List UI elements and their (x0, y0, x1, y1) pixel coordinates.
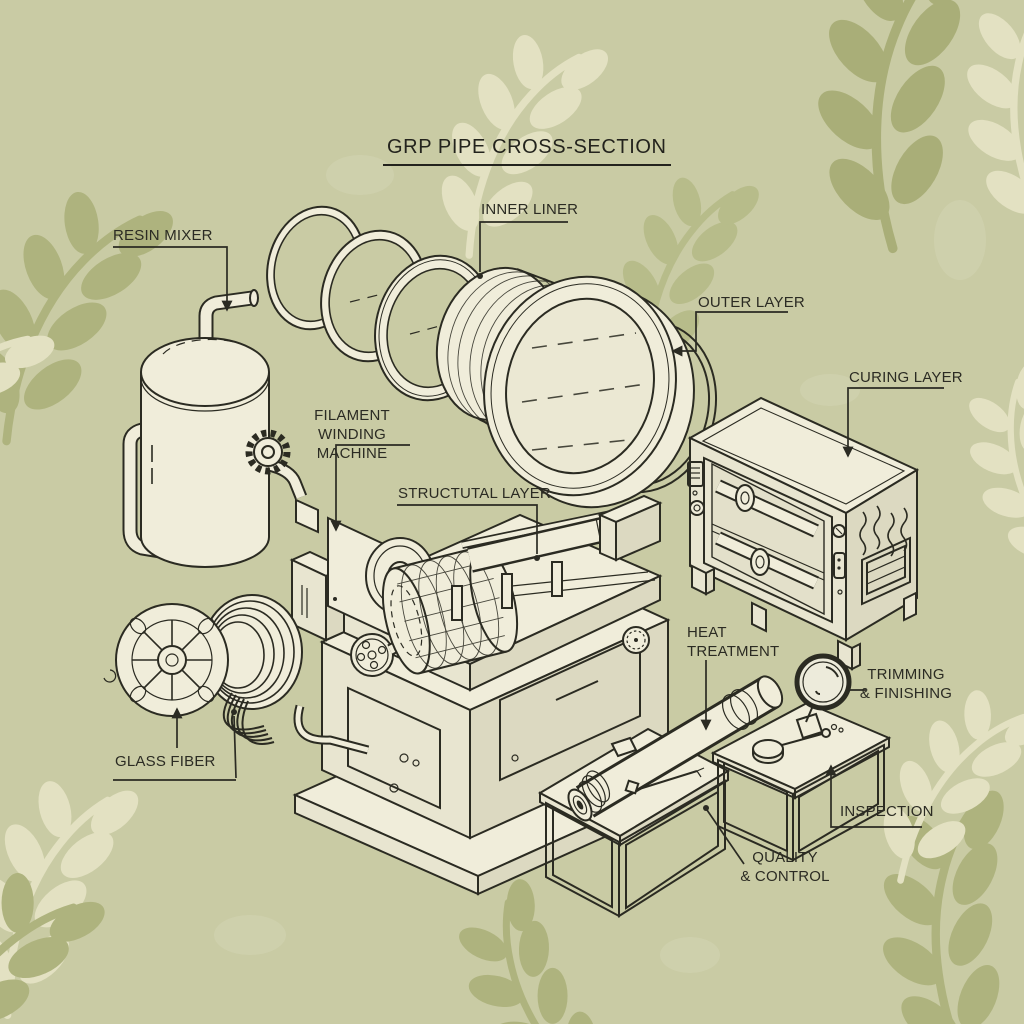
leader-inner-liner (479, 221, 568, 272)
label-inspection: INSPECTION (840, 803, 934, 820)
pipe-cross-section-rings (266, 205, 718, 509)
resin-mixer-illustration (122, 289, 319, 568)
label-heat-treatment: HEAT TREATMENT (687, 624, 780, 660)
leader-filament-winding (330, 444, 410, 532)
label-resin-mixer: RESIN MIXER (113, 227, 213, 244)
label-quality-control: QUALITY & CONTROL (740, 849, 830, 885)
leader-structural-layer (397, 504, 538, 554)
inspection-station-illustration (710, 701, 892, 862)
filament-winding-machine-illustration (289, 494, 703, 896)
glass-fiber-spool-illustration (103, 594, 303, 745)
leader-resin-mixer (113, 246, 233, 312)
finished-pipe-illustration (567, 675, 784, 822)
label-outer-layer: OUTER LAYER (698, 294, 805, 311)
curing-oven-illustration (687, 396, 920, 671)
leader-inspection (825, 764, 922, 828)
leader-curing-layer (842, 387, 944, 458)
label-glass-fiber: GLASS FIBER (115, 753, 216, 770)
label-trimming-finishing: TRIMMING & FINISHING (859, 666, 953, 702)
leader-trimming-finishing (848, 682, 866, 691)
label-filament-winding-machine: FILAMENT WINDING MACHINE (314, 407, 390, 462)
label-curing-layer: CURING LAYER (849, 369, 963, 386)
leader-outer-layer (671, 311, 788, 357)
label-inner-liner: INNER LINER (481, 201, 579, 218)
leader-glass-fiber-dot (233, 715, 237, 779)
leader-lines (113, 221, 944, 865)
leader-quality-control (706, 809, 745, 865)
label-structural-layer: STRUCTUTAL LAYER (398, 485, 551, 502)
diagram-title: GRP PIPE CROSS-SECTION (383, 136, 671, 166)
